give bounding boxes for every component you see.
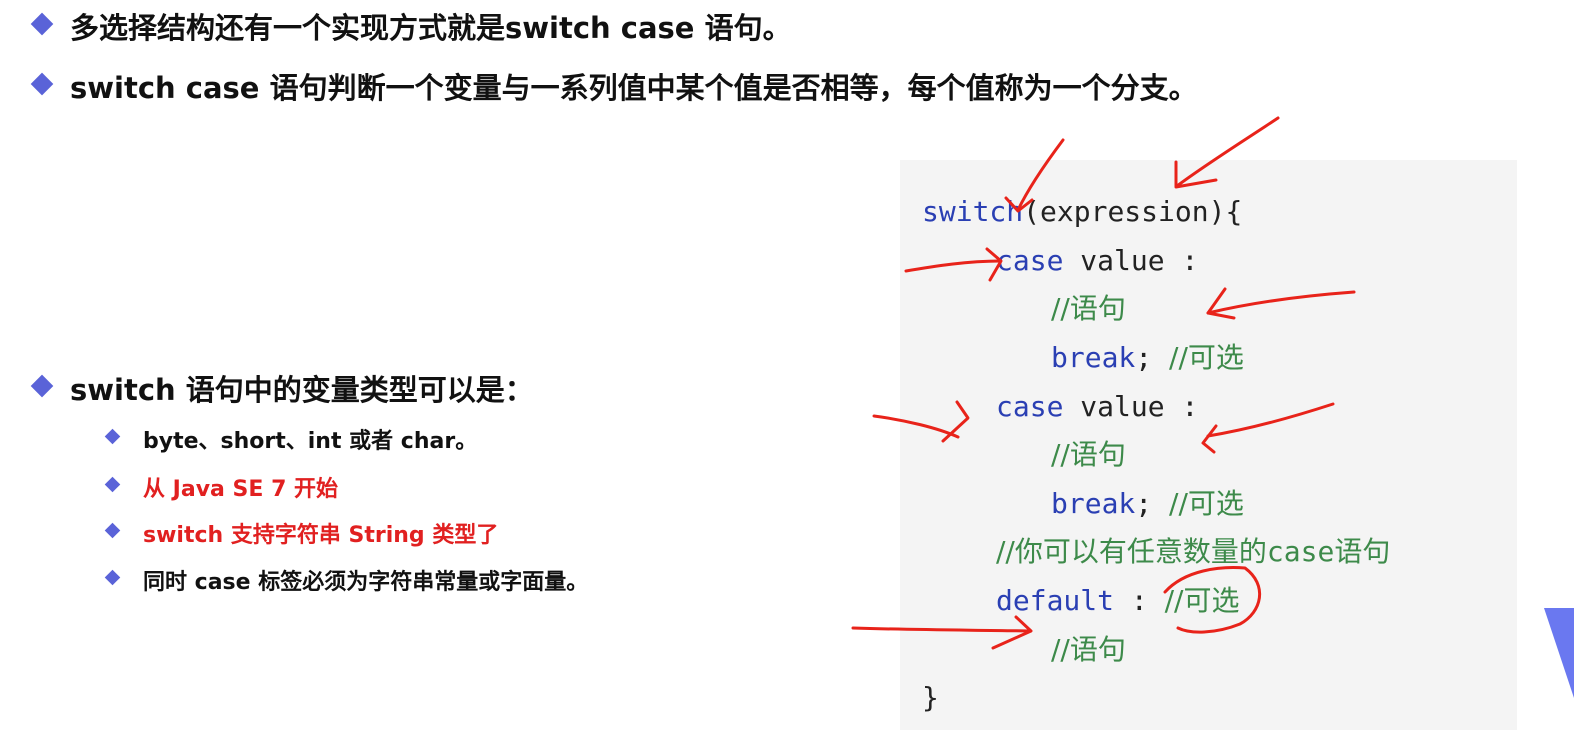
code-comment-optional: //可选 [1169,341,1244,374]
code-case-rest: value : [1063,390,1199,423]
types-item-3: switch 支持字符串 String 类型了 [143,523,499,548]
code-line-close: } [922,684,939,712]
types-heading: switch 语句中的变量类型可以是： [70,373,534,407]
sub-bullet-diamond-icon [104,428,121,445]
code-break-rest: ; [1135,487,1170,520]
types-item-2: 从 Java SE 7 开始 [143,477,339,502]
code-comment-note-kw: case [1266,535,1335,568]
bullet-diamond-icon [30,72,54,96]
code-block [900,160,1517,730]
types-item-4: 同时 case 标签必须为字符串常量或字面量。 [143,570,589,595]
code-comment-statement: //语句 [1051,292,1126,325]
sub-bullet-diamond-icon [104,522,121,539]
code-keyword-switch: switch [922,195,1024,228]
code-keyword-case: case [996,244,1064,277]
code-switch-rest: (expression){ [1023,195,1243,228]
code-comment-statement: //语句 [1051,438,1126,471]
code-line-break-1: break; //可选 [1051,344,1244,372]
sub-bullet-diamond-icon [104,476,121,493]
code-comment-note-post: 语句 [1334,535,1391,568]
code-comment-note-pre: //你可以有任意数量的 [996,535,1267,568]
code-line-break-2: break; //可选 [1051,490,1244,518]
code-case-rest: value : [1063,244,1199,277]
code-line-switch: switch(expression){ [922,198,1242,226]
code-comment-optional: //可选 [1164,584,1240,617]
bullet-text-2: switch case 语句判断一个变量与一系列值中某个值是否相等，每个值称为一… [70,71,1198,105]
bullet-diamond-icon [30,374,54,398]
sub-bullet-diamond-icon [104,569,121,586]
code-line-note: //你可以有任意数量的case语句 [996,538,1390,566]
code-line-default: default : //可选 [996,587,1239,615]
code-line-case-1: case value : [996,247,1198,275]
code-comment-optional: //可选 [1169,487,1244,520]
code-keyword-break: break [1051,487,1136,520]
code-keyword-default: default [996,584,1115,617]
corner-decoration-shape [1544,608,1574,698]
code-break-rest: ; [1135,341,1170,374]
bullet-text-1: 多选择结构还有一个实现方式就是switch case 语句。 [70,11,792,45]
code-line-statement-3: //语句 [1051,636,1126,664]
code-line-case-2: case value : [996,393,1198,421]
code-line-statement-1: //语句 [1051,295,1126,323]
bullet-diamond-icon [30,12,54,36]
code-keyword-case: case [996,390,1064,423]
code-close-brace: } [922,681,939,714]
code-line-statement-2: //语句 [1051,441,1126,469]
types-item-1: byte、short、int 或者 char。 [143,429,478,454]
code-default-rest: : [1114,584,1165,617]
code-keyword-break: break [1051,341,1136,374]
code-comment-statement: //语句 [1051,633,1126,666]
